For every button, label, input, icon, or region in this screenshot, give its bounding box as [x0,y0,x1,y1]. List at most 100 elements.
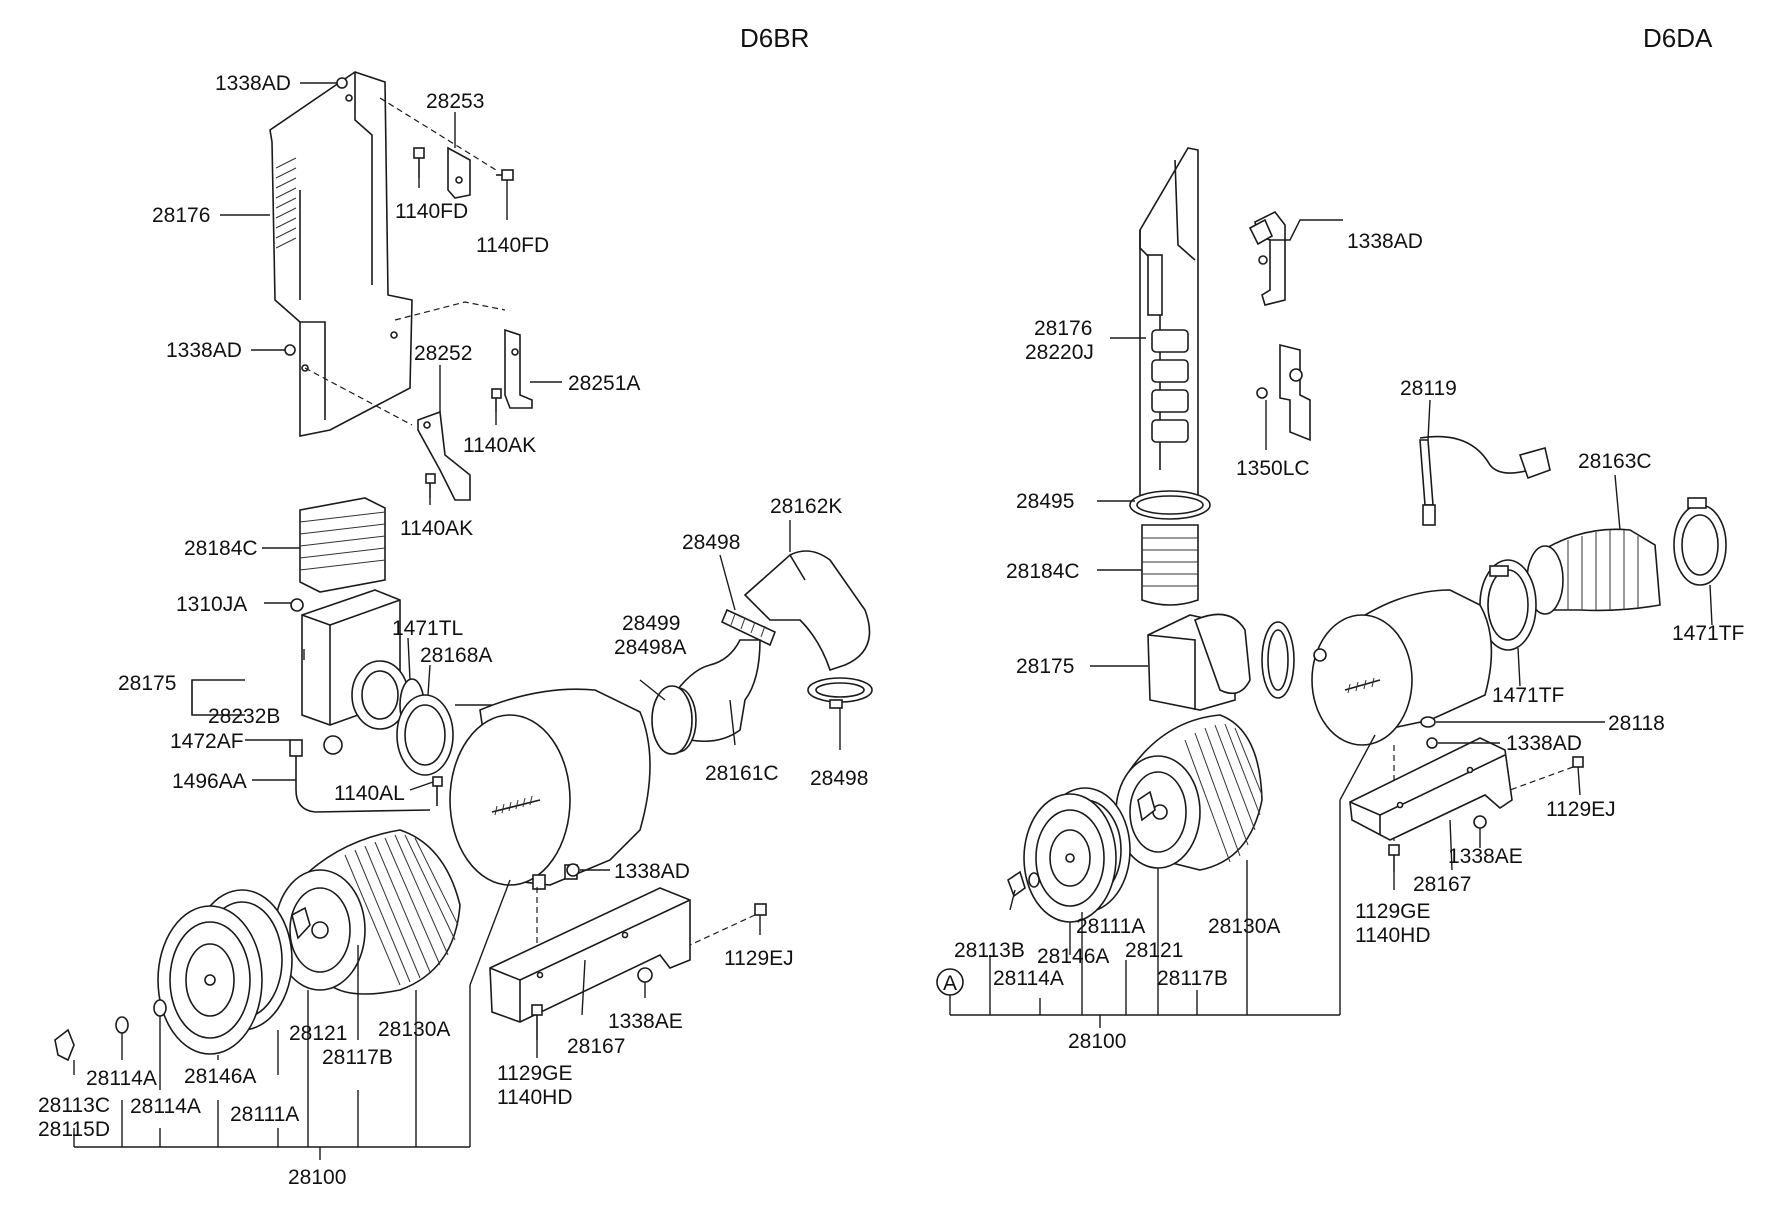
nut-1310JA [290,598,304,612]
label-28220J: 28220J [1025,341,1094,364]
label-28163C: 28163C [1578,450,1652,473]
label-1472AF: 1472AF [170,730,244,753]
variant-heading-right: D6DA [1643,23,1713,53]
label-1140AL: 1140AL [334,782,405,805]
label-28161C: 28161C [705,762,779,785]
label-1140HD-right: 1140HD [1355,924,1431,947]
bolt-1140FD-b [496,169,514,181]
bellows-28184C-right [1141,524,1199,606]
label-28176-right: 28176 [1034,317,1092,340]
label-28111A-right: 28111A [1076,915,1145,938]
washer-28114A-b [153,999,167,1017]
label-1140FD-a: 1140FD [395,200,468,223]
label-28498-a: 28498 [682,531,740,554]
clamp-28498A [651,685,693,755]
snorkel-28176 [1139,147,1199,505]
bolt-1140AK-a [491,388,502,412]
label-28252: 28252 [414,342,472,365]
label-1471TL: 1471TL [392,617,463,640]
nut-1338AD-low-right [1426,737,1438,749]
clamp-1471TF-a [1673,497,1727,586]
label-28119: 28119 [1400,377,1457,400]
clamp-28498-a [720,608,777,647]
bolt-1140AL [432,776,443,806]
label-28498A: 28498A [614,636,686,659]
label-1338AD-low-right: 1338AD [1506,732,1582,755]
bracket-1338AD-top-right [1248,210,1286,306]
label-28113C: 28113C [38,1094,110,1117]
wing-bolt-28113C [54,1028,75,1062]
washer-28114A-a [115,1016,129,1034]
callout-A-label: A [943,972,957,995]
label-1338AD-top: 1338AD [215,72,291,95]
label-1129GE: 1129GE [497,1062,573,1085]
label-1338AE-right: 1338AE [1448,845,1523,868]
air-cleaner-housing-left [449,688,651,890]
label-28115D: 28115D [38,1118,110,1141]
wing-nut-28121-right [1137,790,1156,822]
label-28176: 28176 [152,204,210,227]
label-1129EJ: 1129EJ [724,947,794,970]
label-28232B: 28232B [208,705,280,728]
label-28117B: 28117B [322,1046,393,1069]
left-labels: 1338AD 28253 28176 1140FD 1140FD 1338AD … [38,72,868,1189]
bracket-28167-left [489,887,691,1023]
clamp-28495 [1129,490,1211,520]
label-28100-right: 28100 [1068,1030,1126,1053]
label-1140AK-b: 1140AK [400,517,473,540]
bellows-28184C [299,497,386,593]
grommet-28118 [1420,716,1436,728]
label-1338AD-mid: 1338AD [166,339,242,362]
label-28118: 28118 [1608,712,1665,735]
hose-28168A [396,694,454,776]
air-inlet-28175 [301,589,409,730]
label-28130A-right: 28130A [1208,915,1280,938]
label-28184C-right: 28184C [1006,560,1080,583]
label-28175-right: 28175 [1016,655,1074,678]
label-1350LC: 1350LC [1236,457,1310,480]
right-leaders [1009,219,1713,955]
label-28184C: 28184C [184,537,258,560]
label-28114A-a: 28114A [86,1067,157,1090]
hose-28163C [1526,528,1661,615]
label-28114A-b: 28114A [130,1095,201,1118]
nut-1338AD-mid [284,344,296,356]
clamp-right-inlet [1261,621,1295,699]
label-1310JA: 1310JA [176,593,247,616]
clamp-1471TF-b [1479,559,1537,651]
label-1496AA: 1496AA [172,770,247,793]
bracket-28253 [447,146,471,199]
end-cover-28146A-right [1023,793,1117,923]
label-28495: 28495 [1016,490,1074,513]
label-1471TF-b: 1471TF [1492,684,1564,707]
filter-element-28130A-left [274,829,461,995]
air-inlet-28175-right [1147,613,1251,711]
bracket-28251A [504,328,533,409]
label-28114A-right: 28114A [993,967,1064,990]
label-1140FD-b: 1140FD [476,234,549,257]
label-1140AK-a: 1140AK [463,434,536,457]
bolt-1129EJ-right [1509,756,1584,791]
label-28167: 28167 [567,1035,625,1058]
label-28117B-right: 28117B [1157,967,1228,990]
intake-duct-28176 [269,71,413,437]
nut-1338AE-left [637,967,653,983]
elbow-duct-28162K [743,550,871,672]
label-28167-right: 28167 [1413,873,1471,896]
right-labels: 1338AD 28176 28220J 1350LC 28119 28163C … [954,230,1744,1053]
label-1338AD-top-right: 1338AD [1347,230,1423,253]
valve-1472AF [289,739,431,813]
nut-1338AD-top [336,77,348,89]
left-leaders [191,82,841,1058]
label-1471TF-a: 1471TF [1672,622,1744,645]
bolt-1140FD-a [413,147,425,178]
filter-element-28130A-right [1115,714,1263,871]
label-28251A: 28251A [568,372,640,395]
label-28175: 28175 [118,672,176,695]
label-28111A: 28111A [230,1103,299,1126]
bracket-28167-right [1349,737,1513,841]
nut-1338AE-right [1473,815,1487,829]
label-28113B: 28113B [954,939,1025,962]
sensor-28119 [1419,435,1551,526]
